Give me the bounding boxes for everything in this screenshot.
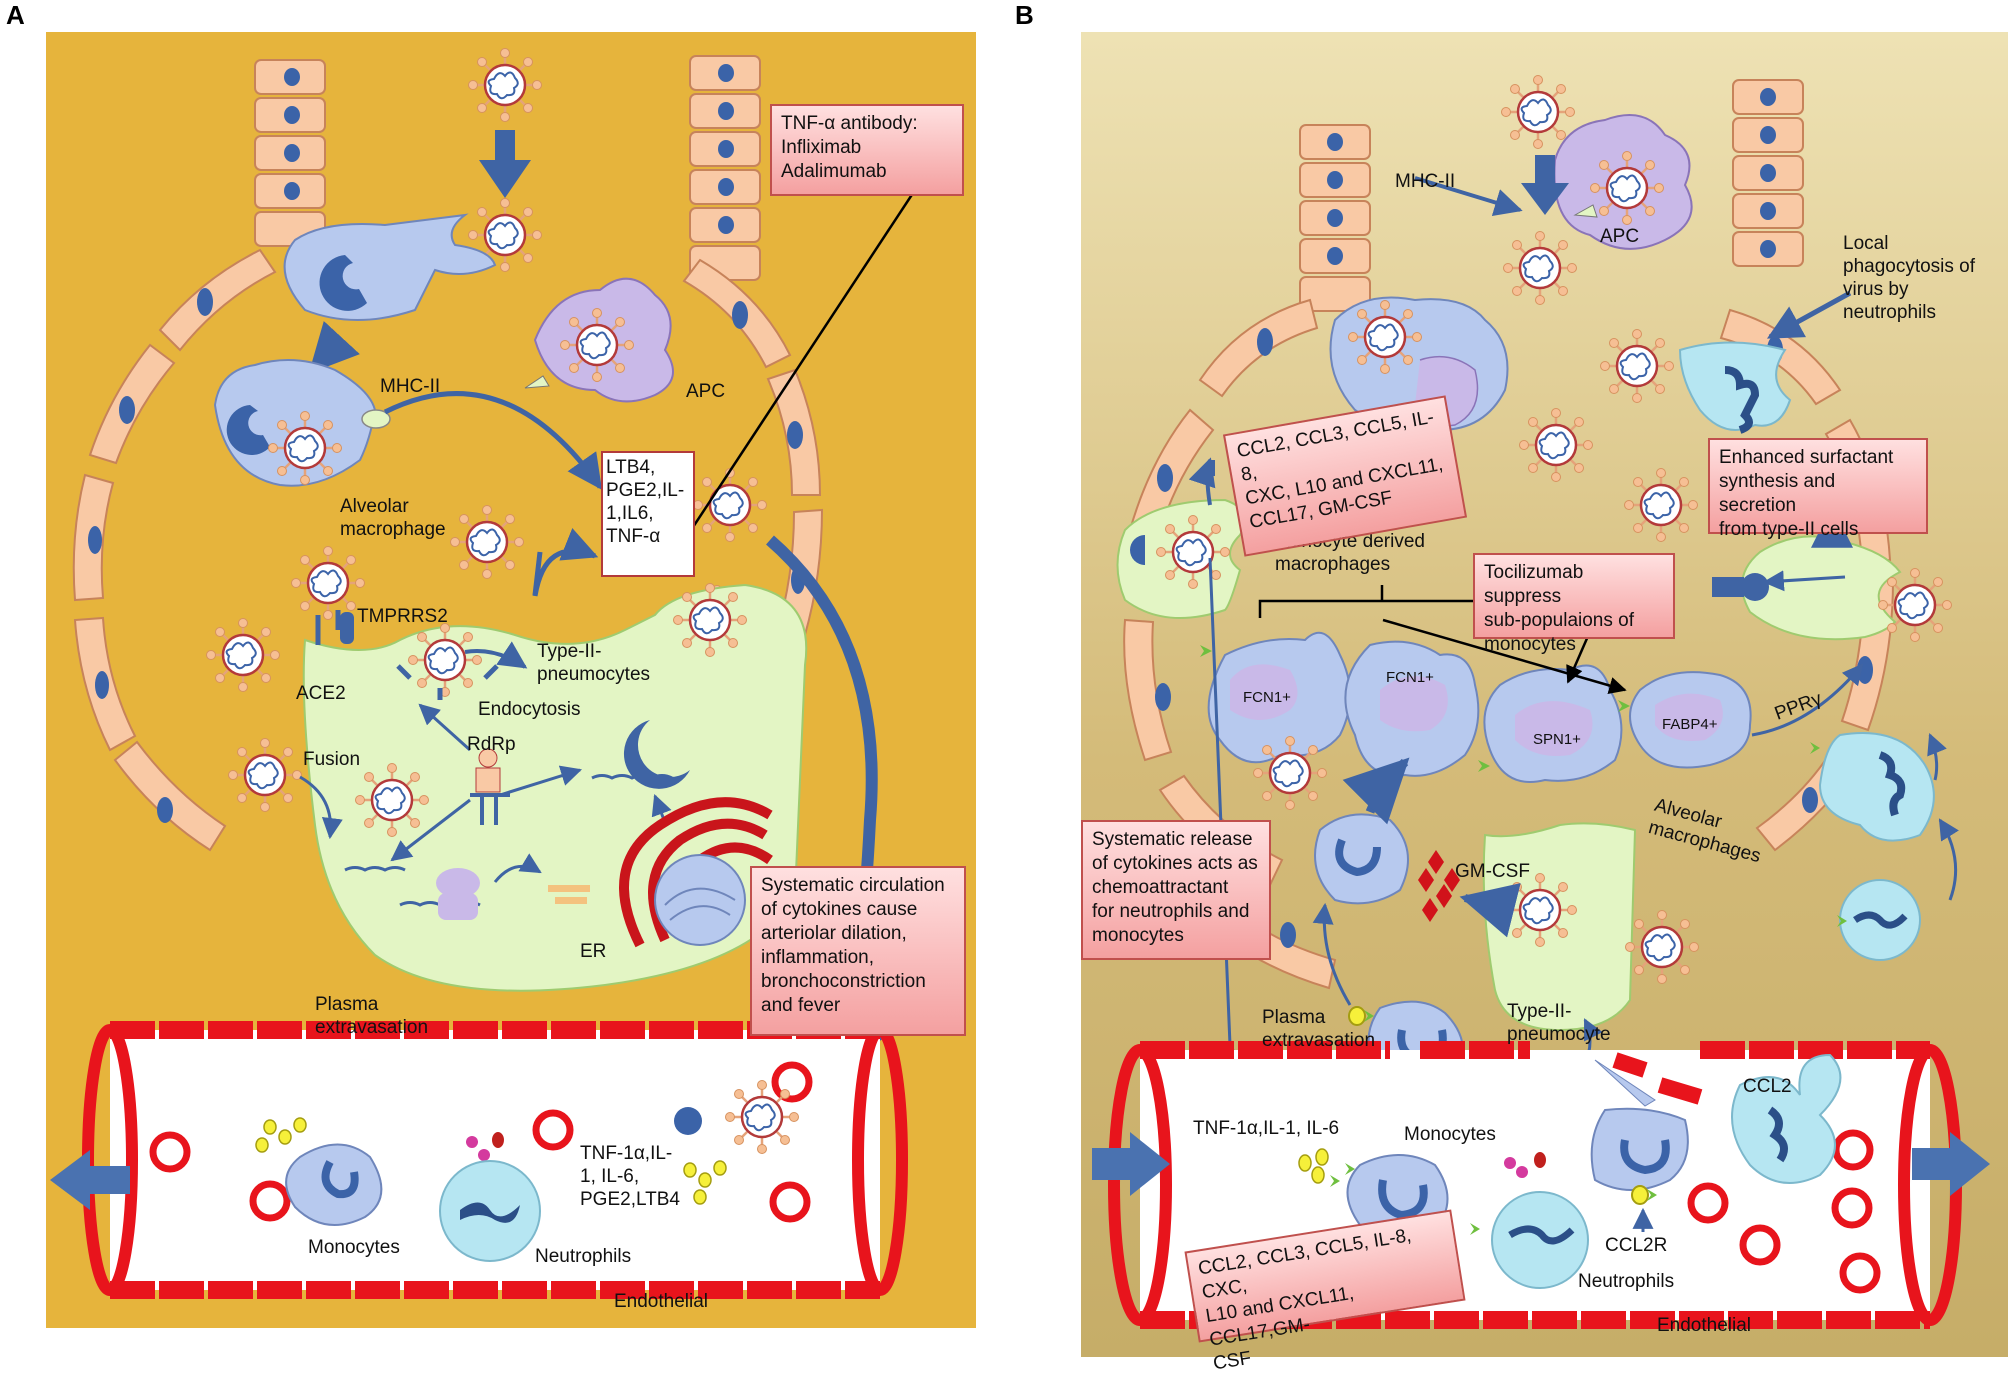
panel-b-ccl2-label: CCL2: [1743, 1076, 1792, 1097]
virus-particle-icon: [1500, 74, 1576, 150]
virus-particle-icon: [692, 467, 768, 543]
virus-particle-icon: [559, 307, 635, 383]
panel-b-neutrophil-ccl2: [1731, 1053, 1842, 1184]
virus-particle-icon: [467, 47, 543, 123]
panel-b-fcn1b-label: FCN1+: [1386, 669, 1434, 686]
panel-b-neutrophil-blood: [1491, 1191, 1589, 1289]
panel-a-outflow-arrow: [50, 1150, 130, 1210]
virus-particle-icon: [1623, 467, 1699, 543]
panel-b-mdm-fcn1a: [1207, 631, 1351, 764]
virus-particle-icon: [672, 582, 748, 658]
panel-b-outflow-arrow: [1912, 1132, 1990, 1196]
panel-b-systemic-release-note: Systematic release of cytokines acts as …: [1081, 820, 1271, 960]
panel-a-cytokines-label: TNF-1α,IL- 1, IL-6, PGE2,LTB4: [580, 1143, 680, 1210]
panel-b-mhc-label: MHC-II: [1395, 171, 1456, 192]
panel-a-letter: A: [6, 0, 25, 30]
panel-b-apc-label: APC: [1600, 226, 1640, 247]
panel-b-monocyte-mid: [1314, 813, 1409, 905]
virus-particle-icon: [227, 737, 303, 813]
virus-particle-icon: [1252, 735, 1328, 811]
panel-a-endothelial-label: Endothelial: [614, 1291, 709, 1312]
panel-a-apc-label: APC: [686, 381, 726, 402]
panel-a-antibody-note: TNF-α antibody: Infliximab Adalimumab: [770, 104, 964, 196]
panel-a-type2-label: Type-II- pneumocytes: [537, 641, 651, 685]
panel-a-systemic-note: Systematic circulation of cytokines caus…: [750, 866, 966, 1036]
panel-a-mhc-label: MHC-II: [380, 376, 441, 397]
virus-particle-icon: [1599, 328, 1675, 404]
panel-a-mediators-box: LTB4, PGE2,IL- 1,IL6, TNF-α: [606, 457, 685, 547]
panel-b-local-phagocytosis-label: Local phagocytosis of virus by neutrophi…: [1843, 233, 1976, 323]
virus-particle-icon: [1347, 299, 1423, 375]
panel-a-neutrophils-label: Neutrophils: [535, 1246, 632, 1267]
virus-particle-icon: [449, 504, 525, 580]
panel-b-epithelium-columns: [1299, 79, 1804, 312]
virus-entry-arrow: [479, 130, 531, 198]
panel-a-rdrp-label: RdRp: [467, 734, 516, 755]
virus-particle-icon: [290, 545, 366, 621]
panel-b-surfactant-note: Enhanced surfactant synthesis and secret…: [1708, 438, 1928, 540]
virus-particle-icon: [407, 622, 483, 698]
virus-particle-icon: [1502, 230, 1578, 306]
panel-a-fusion-label: Fusion: [303, 749, 361, 770]
panel-b-tocilizumab-note: Tocilizumab suppress sub-populaions of m…: [1473, 553, 1675, 655]
panel-b-fcn1a-label: FCN1+: [1243, 689, 1291, 706]
virus-particle-icon: [1502, 872, 1578, 948]
panel-b-right-pneumocyte: [1741, 535, 1902, 641]
virus-particle-icon: [1589, 150, 1665, 226]
panel-a-epithelium-columns: [254, 55, 761, 281]
panel-b-letter: B: [1015, 0, 1034, 30]
panel-b-mdm-fabp4: [1629, 671, 1752, 769]
panel-b-alveolar-macrophage: [1482, 822, 1637, 1032]
virus-particle-icon: [205, 617, 281, 693]
panel-a-monocytes-label: Monocytes: [308, 1237, 400, 1258]
panel-b-neutrophils-label: Neutrophils: [1578, 1271, 1675, 1292]
virus-particle-icon: [1624, 909, 1700, 985]
virus-particle-icon: [1877, 567, 1953, 643]
panel-b-mdm-fcn1b: [1344, 640, 1480, 777]
panel-a-plasma-label: Plasma extravasation: [315, 994, 429, 1038]
panel-b-fabp4-label: FABP4+: [1662, 716, 1718, 733]
panel-b-neutrophil-phagocytic: [1678, 341, 1792, 431]
panel-a-ace2-label: ACE2: [296, 683, 346, 704]
golgi-icon: [654, 854, 746, 946]
panel-b-mdm-spn1: [1483, 664, 1623, 783]
panel-b-type2-label: Type-II- pneumocyte: [1507, 1001, 1611, 1045]
mediators-box-frame: [601, 451, 695, 577]
panel-b-monocytes-label: Monocytes: [1404, 1124, 1496, 1145]
panel-b-inflow-arrow: [1092, 1132, 1170, 1196]
panel-b-plasma-label: Plasma extravasation: [1262, 1007, 1376, 1051]
virus-particle-icon: [724, 1079, 800, 1155]
panel-a-monocyte: [285, 1143, 383, 1226]
panel-b-gmcsf-label: GM-CSF: [1455, 861, 1530, 882]
panel-a-tmprss2-label: TMPRRS2: [357, 606, 448, 627]
panel-b-ccl2r-label: CCL2R: [1605, 1235, 1668, 1256]
virus-particle-icon: [267, 410, 343, 486]
panel-b-spn1-label: SPN1+: [1533, 731, 1581, 748]
virus-particle-icon: [1518, 407, 1594, 483]
virus-particle-icon: [1155, 514, 1231, 590]
panel-a-alveolar-macrophage-label: Alveolar macrophage: [340, 496, 446, 540]
panel-b-endothelial-label: Endothelial: [1657, 1315, 1752, 1336]
panel-b-monocyte-transmigrating: [1590, 1107, 1689, 1191]
panel-a-endocytosis-label: Endocytosis: [478, 699, 581, 720]
panel-b-neutrophil-right: [1818, 732, 1935, 842]
panel-b-cytokines-label: TNF-1α,IL-1, IL-6: [1193, 1118, 1340, 1139]
panel-a-er-label: ER: [580, 941, 607, 962]
virus-particle-icon: [354, 762, 430, 838]
